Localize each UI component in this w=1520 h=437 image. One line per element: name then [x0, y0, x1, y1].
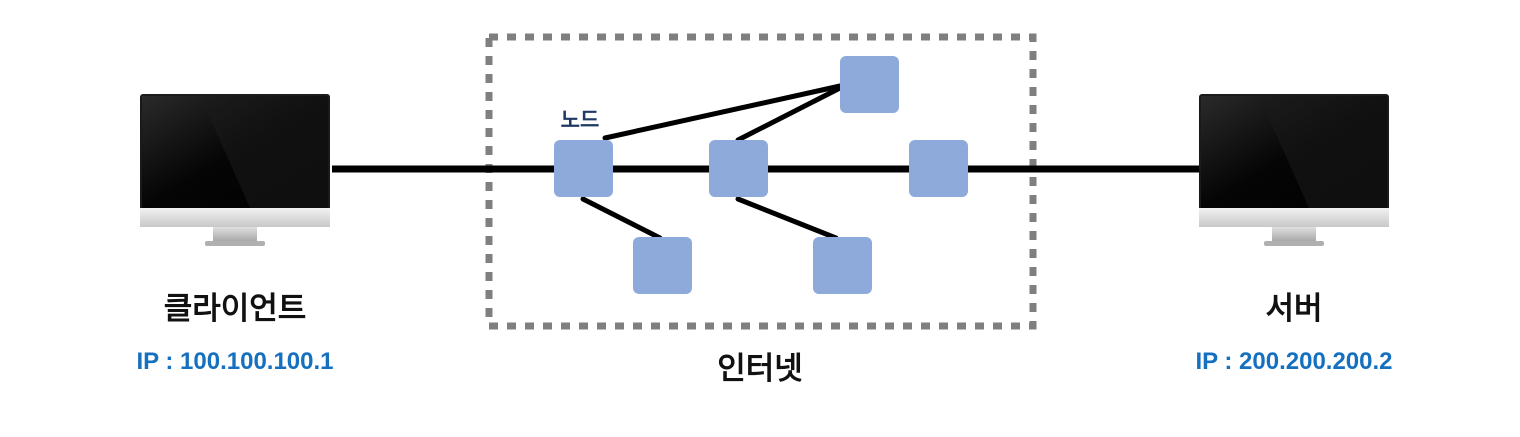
- internet-boundary: [485, 33, 1037, 330]
- node-bottom-right: [813, 237, 872, 294]
- internet-title: 인터넷: [717, 351, 803, 387]
- node-1: [554, 140, 613, 197]
- link-node2-top: [735, 85, 843, 143]
- link-node2-bottom: [735, 196, 839, 241]
- node-top: [840, 56, 899, 113]
- client-title: 클라이언트: [163, 291, 307, 327]
- server-title: 서버: [1265, 291, 1323, 327]
- node-links: [580, 83, 843, 241]
- node-2: [709, 140, 768, 197]
- node-bottom-left: [633, 237, 692, 294]
- node-3: [909, 140, 968, 197]
- link-node1-top: [602, 83, 843, 141]
- link-node1-bottom: [580, 196, 663, 241]
- nodes: [554, 56, 968, 294]
- server-monitor-icon: [1199, 94, 1389, 246]
- client-monitor-icon: [140, 94, 330, 246]
- client-ip: IP : 100.100.100.1: [136, 348, 334, 375]
- node-label: 노드: [560, 108, 600, 132]
- server-ip: IP : 200.200.200.2: [1195, 348, 1393, 375]
